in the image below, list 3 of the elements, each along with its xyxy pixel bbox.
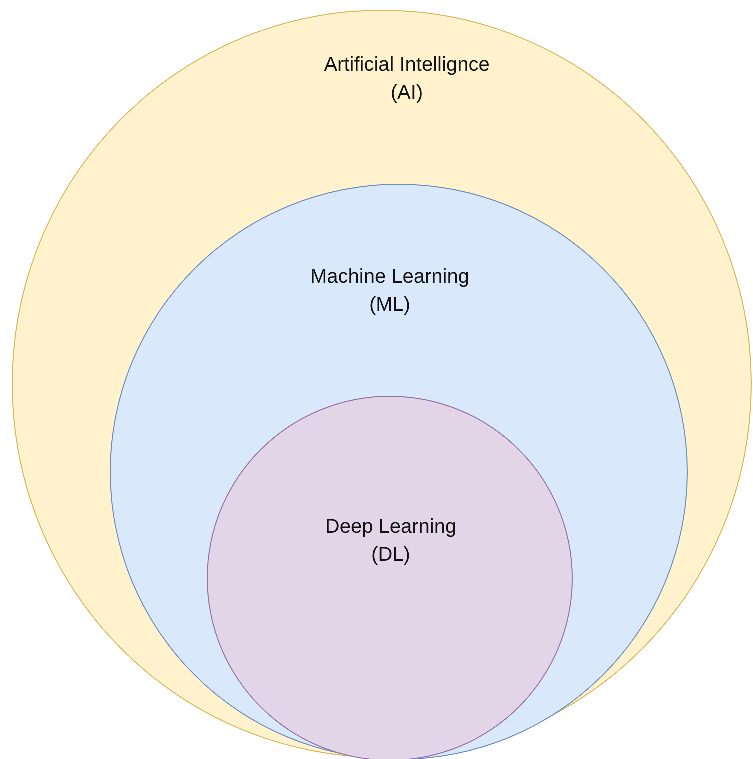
circle-label: Artificial Intellignce (AI): [323, 53, 491, 106]
circle-label: Machine Learning (ML): [310, 265, 470, 318]
circle-label: Deep Learning (DL): [324, 515, 458, 568]
